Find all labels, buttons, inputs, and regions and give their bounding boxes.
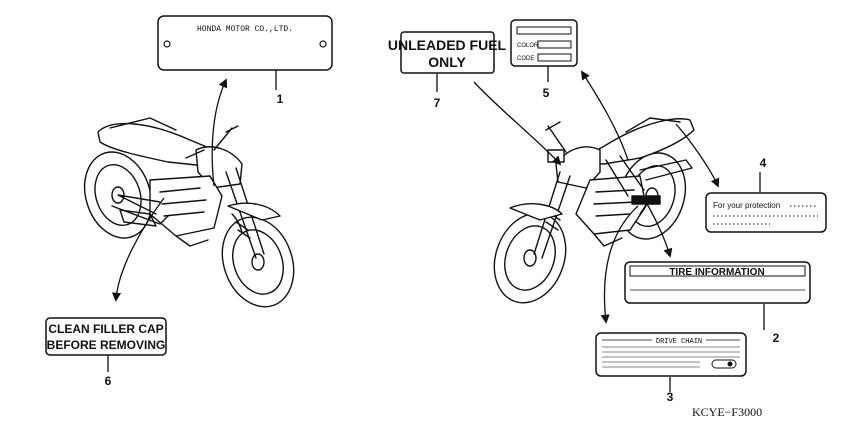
unleaded-fuel-label: UNLEADED FUEL ONLY 7 — [388, 31, 507, 110]
callout-6: 6 — [105, 374, 112, 388]
callout-5: 5 — [543, 86, 550, 100]
callout-7: 7 — [434, 96, 441, 110]
honda-motor-plate: HONDA MOTOR CO.,LTD. 1 — [157, 15, 333, 106]
drive-chain-label: DRIVE CHAIN 3 — [595, 332, 747, 404]
color-field-label: COLOR — [517, 43, 539, 49]
color-code-label: COLOR CODE 5 — [510, 19, 578, 100]
code-field-label: CODE — [517, 56, 534, 62]
unleaded-line1: UNLEADED FUEL — [388, 37, 507, 53]
unleaded-line2: ONLY — [428, 54, 466, 70]
leader-lines — [107, 66, 765, 392]
diagram-code: KCYE−F3000 — [692, 405, 762, 419]
tire-information-label: TIRE INFORMATION 2 — [624, 261, 811, 345]
filler-cap-line2: BEFORE REMOVING — [47, 338, 166, 352]
filler-cap-label: CLEAN FILLER CAP BEFORE REMOVING 6 — [45, 317, 167, 388]
callout-2: 2 — [773, 331, 780, 345]
callout-3: 3 — [667, 390, 674, 404]
callout-1: 1 — [277, 92, 284, 106]
honda-plate-text: HONDA MOTOR CO.,LTD. — [197, 25, 293, 34]
protection-label: For your protection 4 — [705, 156, 827, 233]
drive-chain-title: DRIVE CHAIN — [656, 338, 702, 346]
left-motorcycle — [83, 117, 295, 308]
callout-4: 4 — [760, 156, 767, 170]
protection-text: For your protection — [713, 201, 780, 210]
filler-cap-line1: CLEAN FILLER CAP — [48, 322, 163, 336]
tire-info-title: TIRE INFORMATION — [669, 267, 764, 278]
